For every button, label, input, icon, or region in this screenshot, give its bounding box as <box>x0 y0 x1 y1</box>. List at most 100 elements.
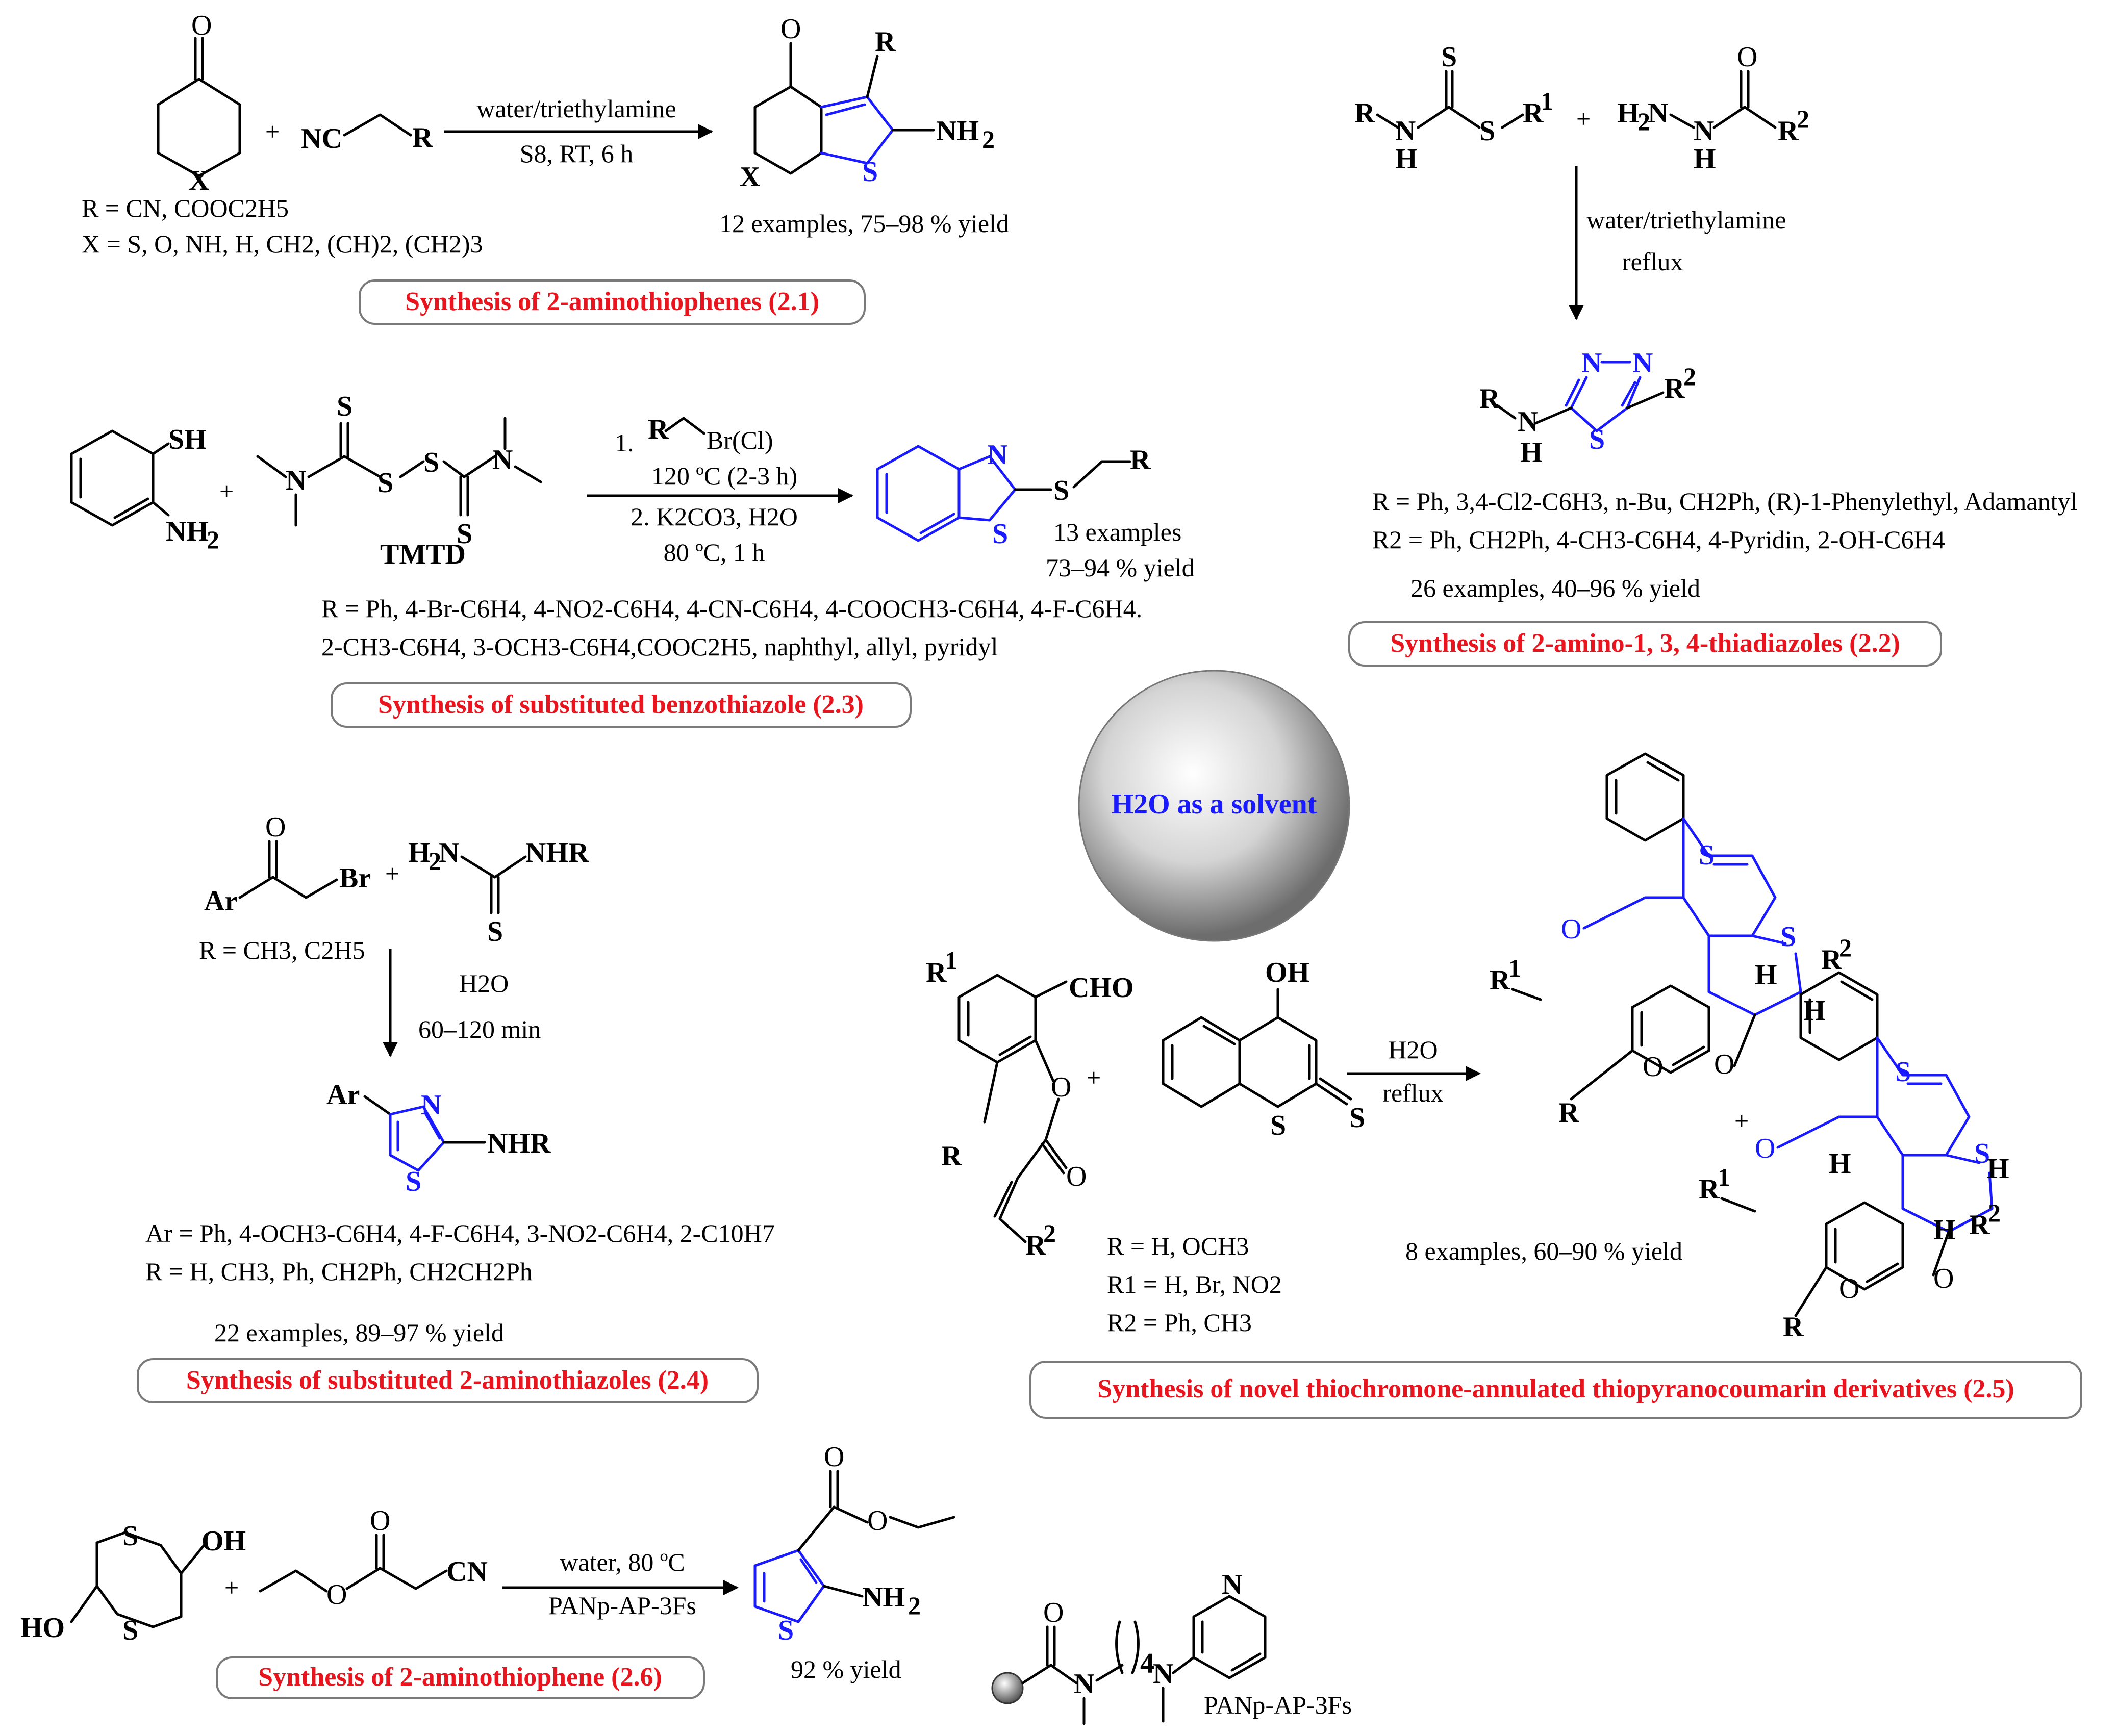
svg-text:O: O <box>1561 913 1581 945</box>
svg-text:S: S <box>862 156 878 188</box>
svg-text:O: O <box>1066 1161 1087 1192</box>
svg-text:NH: NH <box>936 115 979 147</box>
svg-text:S: S <box>406 1166 421 1197</box>
svg-text:S: S <box>337 391 352 422</box>
svg-text:OH: OH <box>201 1525 246 1557</box>
svg-text:O: O <box>326 1579 347 1611</box>
conditions-2-5-top: H2O <box>1388 1035 1438 1064</box>
svg-text:N: N <box>1222 1569 1242 1600</box>
svg-text:R: R <box>1523 97 1544 129</box>
svg-text:S: S <box>992 518 1008 550</box>
svg-text:R: R <box>1130 444 1151 476</box>
section-2-5: R 1 CHO R O O R 2 + OH <box>926 752 2082 1419</box>
svg-text:S: S <box>122 1615 138 1646</box>
svg-text:O: O <box>1755 1133 1775 1164</box>
svg-text:O: O <box>191 10 212 41</box>
aldehyde-acrylate-structure: R 1 CHO R O O R 2 <box>926 946 1134 1261</box>
svg-text:N: N <box>286 465 306 496</box>
svg-text:N: N <box>987 439 1007 471</box>
aminothiophene-product: O R NH 2 S X <box>740 13 995 193</box>
yield-2-3: 73–94 % yield <box>1046 553 1195 582</box>
title-box-2-6 <box>216 1656 705 1699</box>
result-2-6: 92 % yield <box>791 1655 901 1683</box>
svg-text:S: S <box>1053 475 1069 506</box>
svg-text:1: 1 <box>945 946 957 975</box>
conditions-2-5-bottom: reflux <box>1382 1079 1443 1107</box>
conditions-2-4-bottom: 60–120 min <box>418 1015 541 1043</box>
section-2-1: O X + NC R water/triethylamine S8, RT, 6… <box>82 10 1009 325</box>
svg-text:H: H <box>1520 437 1543 468</box>
svg-text:CN: CN <box>446 1556 488 1588</box>
dithiocarbamate-structure: R N H S S R 1 <box>1354 41 1553 175</box>
svg-text:+: + <box>1087 1063 1101 1092</box>
svg-text:+: + <box>385 859 399 888</box>
step1-conditions: 120 ºC (2-3 h) <box>651 462 797 490</box>
title-box-2-4 <box>137 1358 759 1403</box>
hydrazide-structure: H 2 N N H O R 2 <box>1617 41 1809 175</box>
svg-text:CHO: CHO <box>1069 972 1134 1004</box>
conditions-2-1-bottom: S8, RT, 6 h <box>520 139 634 168</box>
catalyst-bead-icon <box>991 1672 1024 1704</box>
thiourea-structure: H 2 N S NHR <box>408 837 589 948</box>
section-2-2: R N H S S R 1 + H 2 N N H O R <box>1348 41 2077 667</box>
svg-text:2: 2 <box>1043 1219 1056 1247</box>
svg-text:+: + <box>224 1573 239 1602</box>
thiopyranocoumarin-product-2: S O S H H H R 2 R 1 R O O <box>1699 971 2009 1343</box>
dithiane-structure: S S OH HO <box>20 1520 246 1646</box>
svg-text:1: 1 <box>1508 954 1521 982</box>
aminothiazole-product: Ar N S NHR <box>326 1079 551 1197</box>
svg-text:S: S <box>1699 839 1715 871</box>
title-box-2-5 <box>1029 1361 2082 1419</box>
svg-text:S: S <box>1479 115 1495 147</box>
svg-text:NH: NH <box>862 1581 905 1613</box>
nitrile-structure: NC R <box>301 113 433 155</box>
r-def-2-2: R = Ph, 3,4-Cl2-C6H3, n-Bu, CH2Ph, (R)-1… <box>1372 487 2077 516</box>
svg-text:+: + <box>1576 105 1591 133</box>
conditions-2-1-top: water/triethylamine <box>476 94 676 123</box>
svg-text:N: N <box>492 444 513 476</box>
svg-text:N: N <box>1518 406 1538 438</box>
svg-text:R: R <box>875 26 896 58</box>
conditions-2-6-bottom: PANp-AP-3Fs <box>548 1591 696 1620</box>
svg-text:O: O <box>265 811 286 843</box>
svg-text:+: + <box>219 477 234 505</box>
svg-text:N: N <box>439 837 459 869</box>
svg-text:2: 2 <box>1839 933 1852 962</box>
svg-text:N: N <box>1074 1668 1094 1700</box>
svg-text:R: R <box>1479 383 1500 415</box>
svg-text:R: R <box>1490 964 1510 996</box>
svg-text:2: 2 <box>207 525 219 554</box>
thiadiazole-product: N N S R 2 N H R <box>1479 347 1696 468</box>
catalyst-structure: O N 4 N N <box>991 1569 1267 1725</box>
svg-text:R: R <box>1699 1173 1720 1205</box>
svg-text:R: R <box>926 957 947 988</box>
step2-label: 2. K2CO3, H2O <box>631 502 798 531</box>
section-2-4: Ar O Br + H 2 N S NHR R = CH3, C2H5 H2O … <box>137 811 775 1403</box>
svg-text:OH: OH <box>1265 957 1309 988</box>
svg-text:O: O <box>867 1505 888 1537</box>
examples-2-3: 13 examples <box>1053 518 1181 546</box>
svg-text:S: S <box>457 518 472 550</box>
svg-text:S: S <box>1589 424 1605 455</box>
title-2-6: Synthesis of 2-aminothiophene (2.6) <box>258 1663 662 1692</box>
svg-text:4: 4 <box>1140 1648 1154 1679</box>
tmtd-structure: N S S S S N TMTD <box>256 391 542 570</box>
r-def-2-3-line1: R = Ph, 4-Br-C6H4, 4-NO2-C6H4, 4-CN-C6H4… <box>321 594 1142 623</box>
svg-text:H: H <box>1395 143 1418 175</box>
title-box-2-1 <box>359 279 866 325</box>
svg-text:R: R <box>1969 1209 1990 1241</box>
svg-text:H: H <box>1987 1153 2009 1185</box>
title-2-4: Synthesis of substituted 2-aminothiazole… <box>186 1366 709 1395</box>
thiopyranocoumarin-product-1: S O S H H R 2 R 1 R O O <box>1490 752 1852 1129</box>
r2-def-2-5: R2 = Ph, CH3 <box>1107 1308 1252 1337</box>
conditions-2-2-bottom: reflux <box>1622 247 1683 276</box>
title-2-3: Synthesis of substituted benzothiazole (… <box>378 690 864 719</box>
svg-text:S: S <box>1780 921 1796 953</box>
svg-text:N: N <box>1153 1658 1173 1690</box>
ar-def-2-4: Ar = Ph, 4-OCH3-C6H4, 4-F-C6H4, 3-NO2-C6… <box>145 1219 775 1247</box>
svg-text:O: O <box>1714 1049 1734 1080</box>
svg-text:NH: NH <box>166 516 209 547</box>
svg-text:R: R <box>1558 1097 1579 1129</box>
r-start-def-2-4: R = CH3, C2H5 <box>199 936 365 964</box>
